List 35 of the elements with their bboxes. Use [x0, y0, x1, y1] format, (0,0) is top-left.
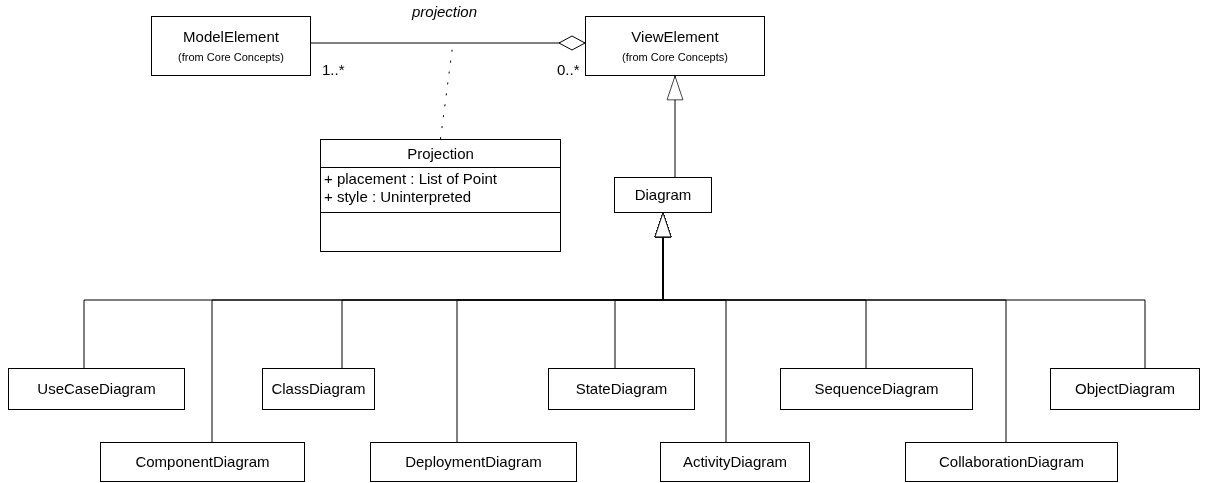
multiplicity-label: 0..*: [557, 61, 580, 78]
class-box: [905, 442, 1118, 482]
multiplicity-label: 1..*: [322, 61, 345, 78]
class-box: [8, 368, 185, 410]
attribute-text: + style : Uninterpreted: [324, 188, 472, 206]
class-name: Diagram: [634, 186, 692, 204]
class-name: ClassDiagram: [271, 380, 366, 398]
class-name: ObjectDiagram: [1074, 380, 1175, 398]
generalization-arrow: [666, 75, 684, 178]
class-box: [780, 368, 973, 410]
class-box: [660, 442, 810, 482]
class-name: UseCaseDiagram: [37, 380, 156, 398]
class-box: [614, 177, 712, 213]
package-note: (from Core Concepts): [622, 50, 728, 64]
class-box: [585, 16, 765, 76]
class-name: DeploymentDiagram: [405, 453, 542, 471]
attribute-text: + placement : List of Point: [324, 170, 497, 188]
aggregation-line: [310, 35, 586, 51]
class-box: [320, 139, 561, 252]
class-box: [262, 368, 375, 410]
class-name: ModelElement: [183, 28, 279, 46]
class-box: [100, 442, 305, 482]
class-name: StateDiagram: [575, 380, 668, 398]
class-name: ViewElement: [631, 28, 719, 46]
class-name: Projection: [321, 140, 560, 168]
class-box: [1050, 368, 1200, 410]
class-name: ActivityDiagram: [682, 453, 788, 471]
class-box: [548, 368, 695, 410]
class-name: CollaborationDiagram: [938, 453, 1085, 471]
package-note: (from Core Concepts): [178, 50, 284, 64]
edge-label: projection: [410, 3, 480, 20]
class-box: [151, 16, 311, 76]
class-box: [370, 442, 577, 482]
class-name: SequenceDiagram: [814, 380, 939, 398]
class-name: ComponentDiagram: [135, 453, 270, 471]
